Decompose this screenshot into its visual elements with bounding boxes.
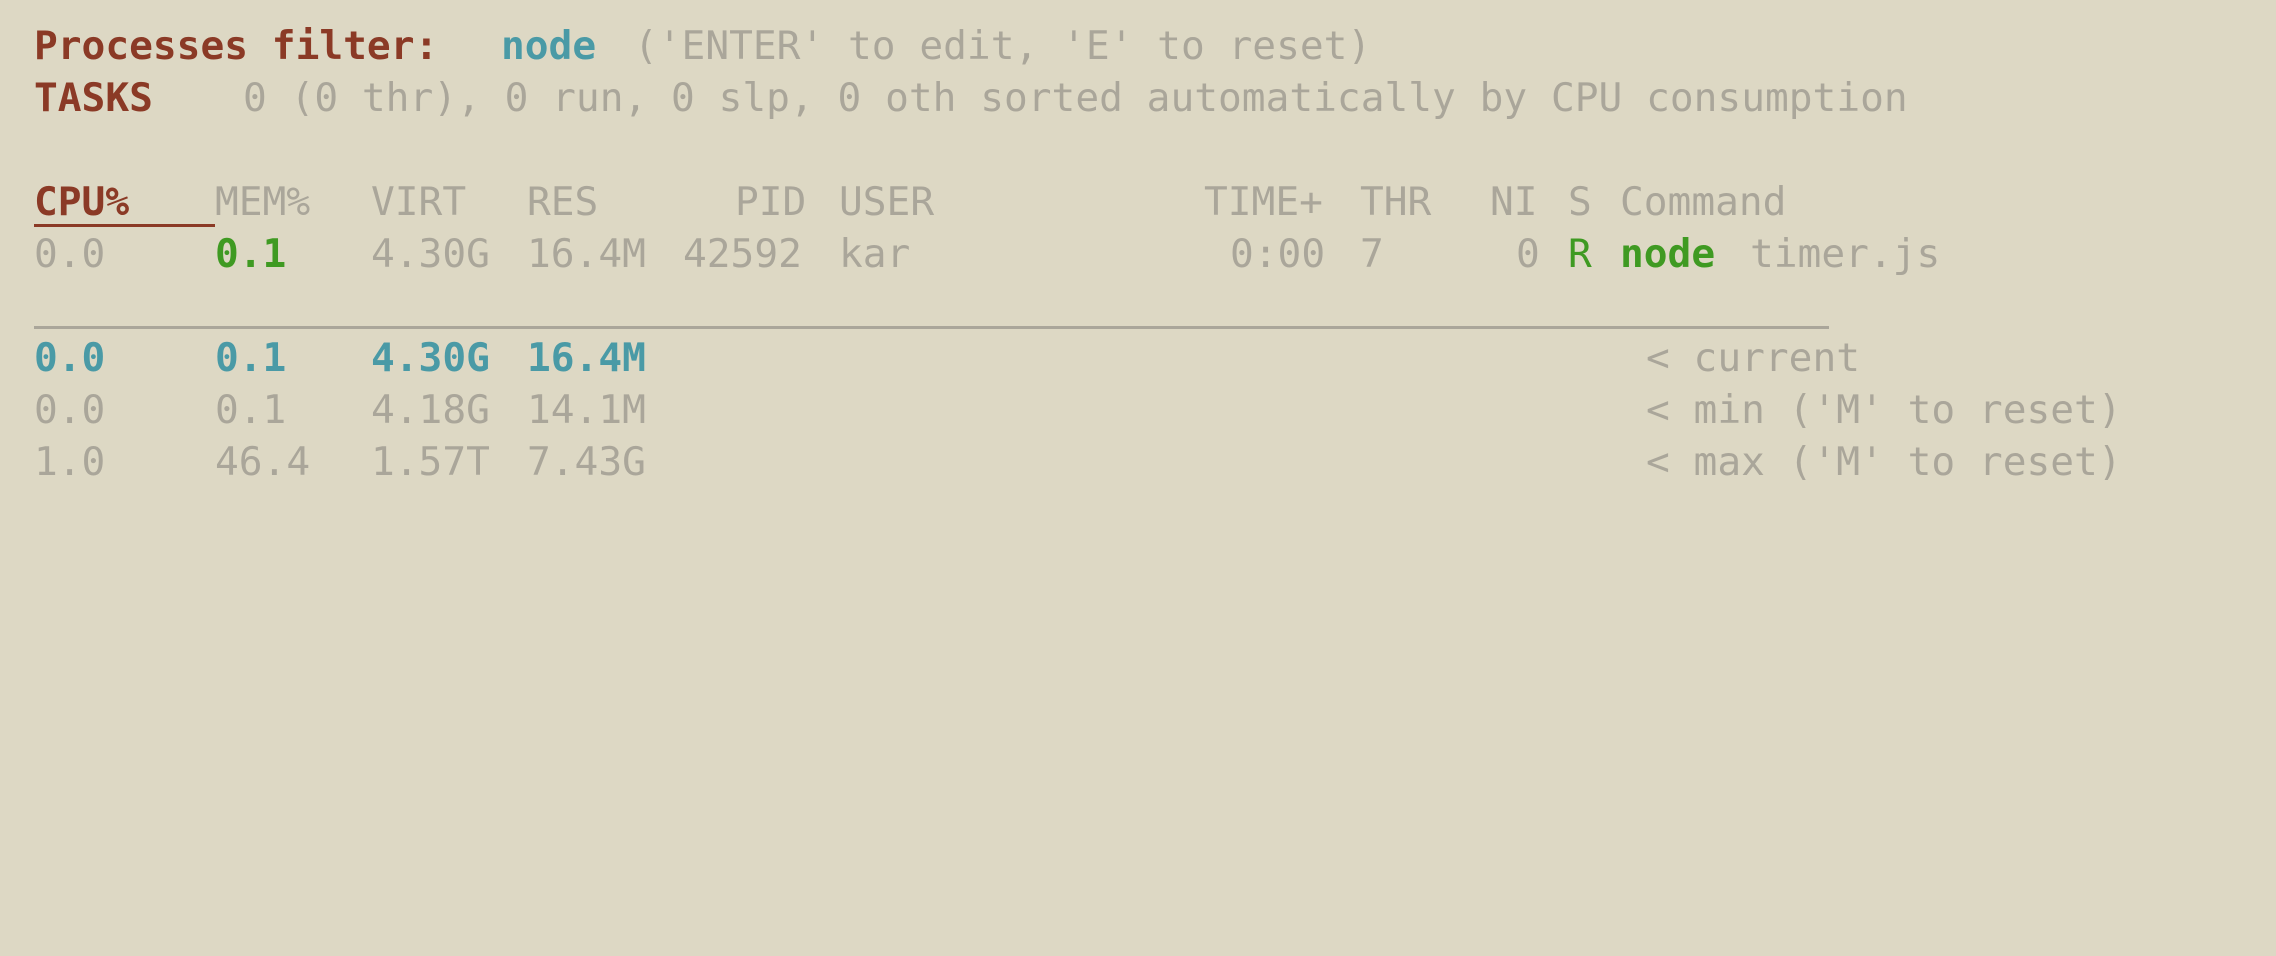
- stat-min-virt: 4.18G: [371, 387, 490, 433]
- stat-current-virt: 4.30G: [371, 335, 490, 381]
- cell-thr: 7: [1360, 231, 1384, 277]
- cell-virt: 4.30G: [371, 231, 490, 277]
- column-header-virt[interactable]: VIRT: [371, 179, 467, 225]
- stat-min-res: 14.1M: [527, 387, 646, 433]
- column-header-cpu[interactable]: CPU%: [34, 179, 130, 225]
- stats-row-min: 0.0 0.1 4.18G 14.1M < min ('M' to reset): [34, 384, 2234, 436]
- stat-min-mem: 0.1: [215, 387, 287, 433]
- tasks-label: TASKS: [34, 75, 153, 121]
- cell-ni: 0: [1516, 231, 1540, 277]
- column-header-s[interactable]: S: [1568, 179, 1592, 225]
- cell-time: 0:00: [1230, 231, 1326, 277]
- stat-max-virt: 1.57T: [371, 439, 490, 485]
- cell-cpu: 0.0: [34, 231, 106, 277]
- cell-command-name: node: [1620, 231, 1716, 277]
- stat-max-cpu: 1.0: [34, 439, 106, 485]
- column-header-thr[interactable]: THR: [1360, 179, 1432, 225]
- stat-current-label: < current: [1646, 335, 1861, 381]
- separator-rule: [34, 326, 1829, 329]
- stat-min-label: < min ('M' to reset): [1646, 387, 2122, 433]
- column-header-row: CPU% MEM% VIRT RES PID USER TIME+ THR NI…: [34, 176, 1834, 228]
- filter-value[interactable]: node: [501, 23, 597, 69]
- cell-pid: 42592: [683, 231, 802, 277]
- cell-command-args: timer.js: [1750, 231, 1941, 277]
- stats-row-current: 0.0 0.1 4.30G 16.4M < current: [34, 332, 2234, 384]
- stat-current-cpu: 0.0: [34, 335, 106, 381]
- column-header-command[interactable]: Command: [1620, 179, 1787, 225]
- filter-label: Processes filter:: [34, 23, 439, 69]
- stat-current-res: 16.4M: [527, 335, 646, 381]
- cell-state: R: [1568, 231, 1592, 277]
- stats-row-max: 1.0 46.4 1.57T 7.43G < max ('M' to reset…: [34, 436, 2234, 488]
- stat-max-label: < max ('M' to reset): [1646, 439, 2122, 485]
- cell-mem: 0.1: [215, 231, 287, 277]
- column-header-user[interactable]: USER: [839, 179, 935, 225]
- column-header-mem[interactable]: MEM%: [215, 179, 311, 225]
- filter-bar: Processes filter: node ('ENTER' to edit,…: [34, 20, 1371, 72]
- tasks-bar: TASKS 0 (0 thr), 0 run, 0 slp, 0 oth sor…: [34, 72, 1908, 124]
- stat-min-cpu: 0.0: [34, 387, 106, 433]
- column-header-res[interactable]: RES: [527, 179, 599, 225]
- table-row[interactable]: 0.0 0.1 4.30G 16.4M 42592 kar 0:00 7 0 R…: [34, 228, 1940, 280]
- filter-hint: ('ENTER' to edit, 'E' to reset): [634, 23, 1372, 69]
- stat-max-mem: 46.4: [215, 439, 311, 485]
- column-header-time[interactable]: TIME+: [1204, 179, 1323, 225]
- stat-current-mem: 0.1: [215, 335, 287, 381]
- tasks-summary: 0 (0 thr), 0 run, 0 slp, 0 oth sorted au…: [243, 75, 1908, 121]
- terminal-window: Processes filter: node ('ENTER' to edit,…: [34, 20, 2234, 488]
- column-header-ni[interactable]: NI: [1490, 179, 1538, 225]
- sort-indicator: [34, 224, 215, 227]
- column-header-pid[interactable]: PID: [735, 179, 807, 225]
- stat-max-res: 7.43G: [527, 439, 646, 485]
- cell-user: kar: [839, 231, 911, 277]
- cell-res: 16.4M: [527, 231, 646, 277]
